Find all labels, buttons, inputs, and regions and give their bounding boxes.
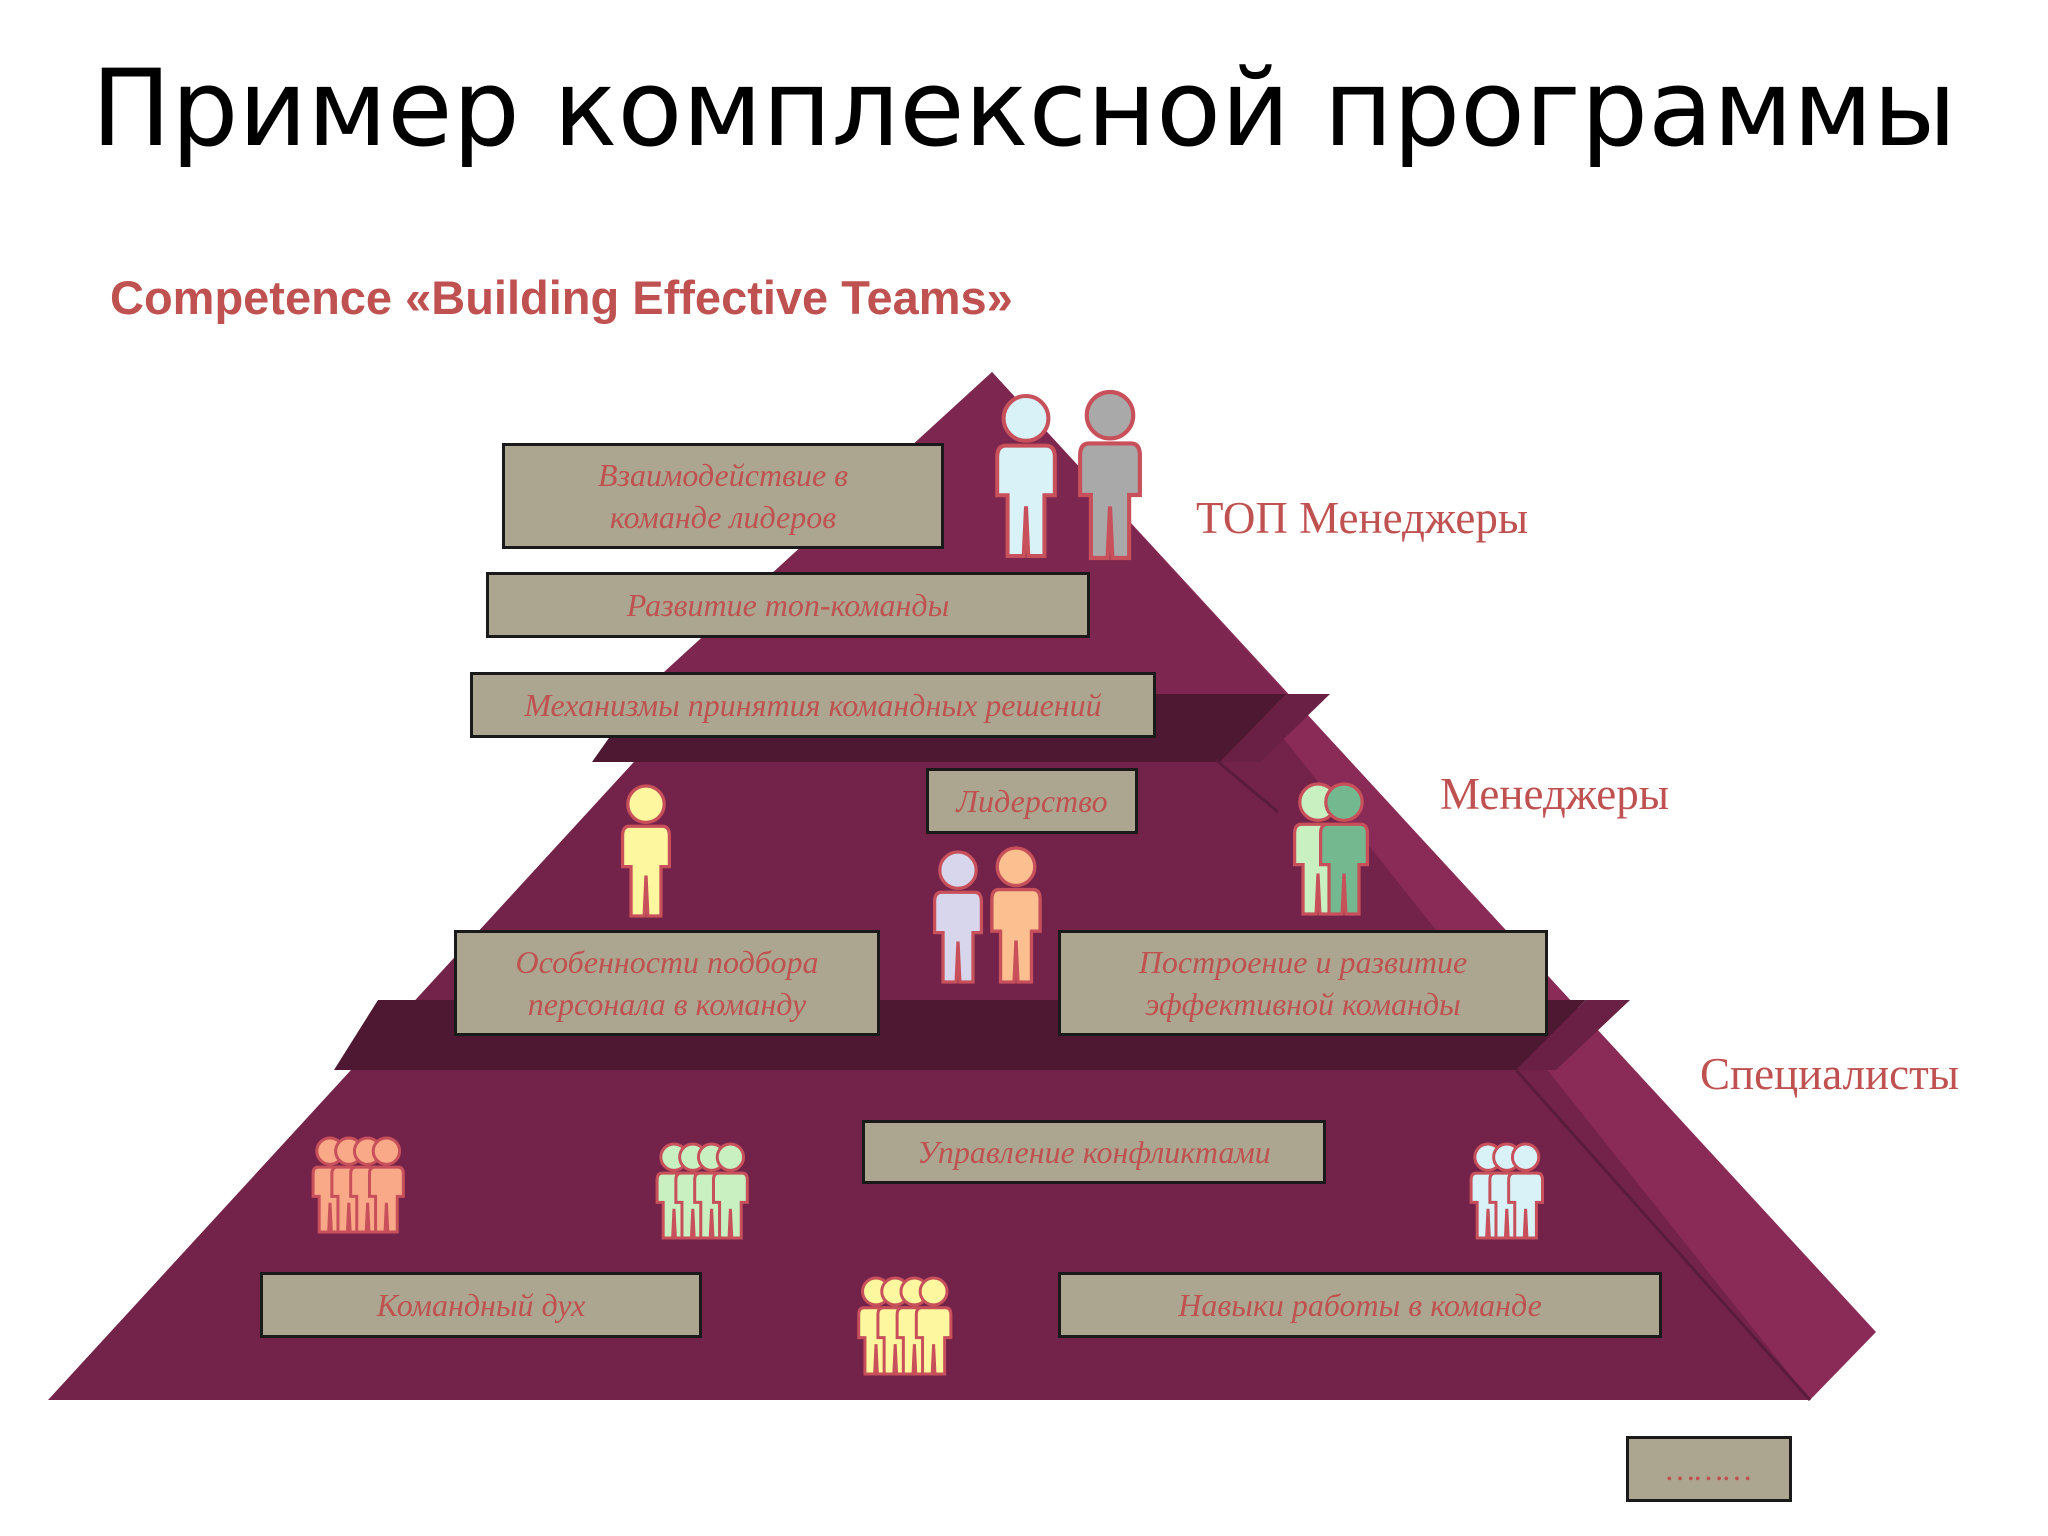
box-staff-selection: Особенности подбора персонала в команду [454,930,880,1036]
box-team-building: Построение и развитие эффективной команд… [1058,930,1548,1036]
tier-ledge-middle-side [1516,1000,1630,1070]
person-icon-manager-2 [932,850,984,984]
person-icon-manager-1 [620,784,672,918]
people-figures [311,389,1545,1376]
box-leadership: Лидерство [926,768,1138,834]
level-label-top-managers: ТОП Менеджеры [1196,493,1529,543]
box-more: ……… [1626,1436,1792,1502]
slide-title: Пример комплексной программы [91,47,1957,170]
box-team-spirit: Командный дух [260,1272,702,1338]
box-top-team-development: Развитие топ-команды [486,572,1090,638]
person-icon-specialist-b-4 [711,1142,749,1240]
box-conflict-management: Управление конфликтами [862,1120,1326,1184]
person-icon-manager-5 [1318,782,1370,916]
person-icon-specialist-c-3 [1507,1142,1545,1240]
competence-subtitle: Competence «Building Effective Teams» [110,271,1013,324]
box-leaders-interaction: Взаимодействие в команде лидеров [502,443,944,549]
person-icon-top-2 [1078,389,1142,561]
level-label-specialists: Специалисты [1700,1049,1960,1099]
tier-ledge-top-side [1220,694,1330,762]
box-decision-mechanisms: Механизмы принятия командных решений [470,672,1156,738]
pyramid-front-face [48,372,1810,1400]
person-icon-manager-3 [990,846,1042,984]
level-label-managers: Менеджеры [1440,769,1669,819]
person-icon-specialist-a-4 [367,1136,405,1234]
person-icon-top-1 [995,394,1057,558]
person-icon-specialist-d-4 [914,1276,953,1376]
box-teamwork-skills: Навыки работы в команде [1058,1272,1662,1338]
